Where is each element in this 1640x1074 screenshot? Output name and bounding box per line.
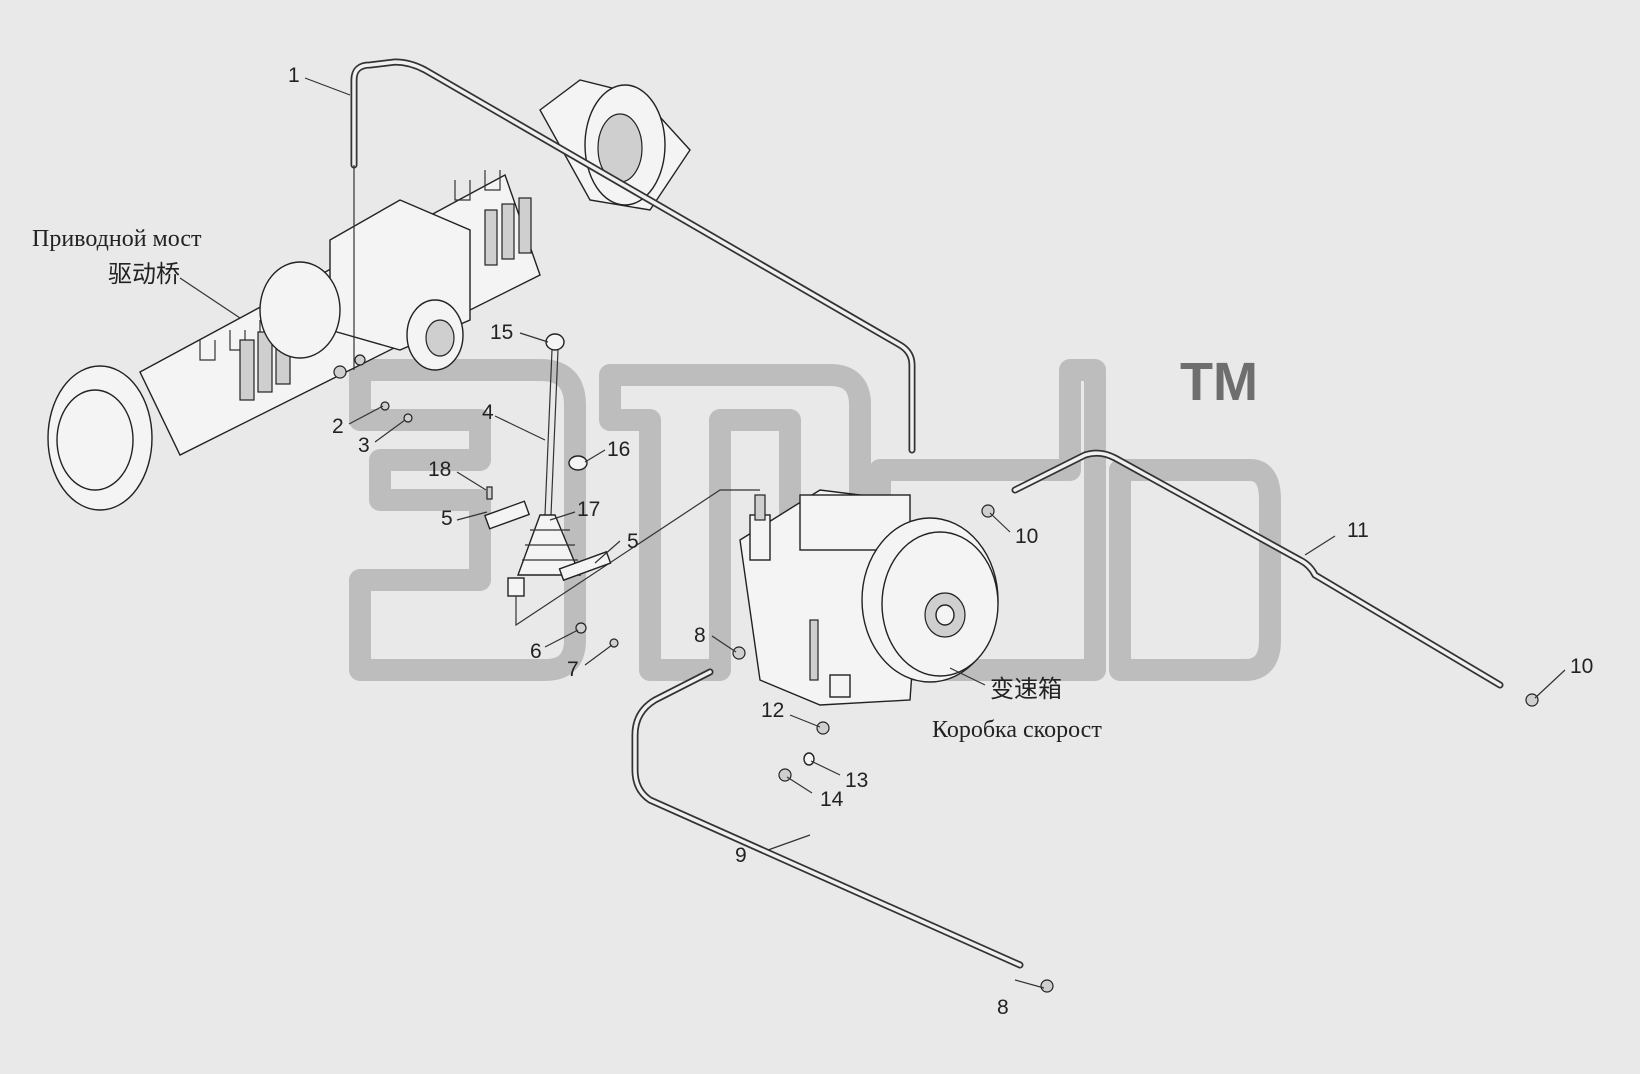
callout-7: 7 (567, 658, 579, 681)
callout-10a: 10 (1015, 525, 1038, 548)
pipes (350, 58, 1504, 969)
callout-15: 15 (490, 321, 513, 344)
callout-18: 18 (428, 458, 451, 481)
callout-14: 14 (820, 788, 844, 811)
gearbox-caption-ru: Коробка скорост (932, 717, 1102, 743)
callout-16: 16 (607, 438, 630, 461)
callout-11: 11 (1347, 519, 1369, 542)
callout-8a: 8 (694, 624, 706, 647)
callout-3: 3 (358, 434, 370, 457)
callout-13: 13 (845, 769, 868, 792)
callout-5b: 5 (627, 530, 639, 553)
callout-1: 1 (288, 64, 300, 87)
component-captions: Приводной мост 驱动桥 变速箱 Коробка скорост (32, 226, 1102, 743)
callout-12: 12 (761, 699, 784, 722)
drive-axle-caption-cn: 驱动桥 (108, 261, 180, 288)
gearbox-caption-cn: 变速箱 (990, 676, 1062, 703)
callout-4: 4 (482, 401, 494, 424)
callout-2: 2 (332, 415, 344, 438)
callout-labels: 1 2 3 4 5 5 6 7 8 8 9 10 10 11 12 13 14 … (288, 64, 1593, 1019)
drive-axle-caption-ru: Приводной мост (32, 226, 202, 252)
leader-lines (179, 77, 1566, 989)
callout-6: 6 (530, 640, 542, 663)
gearbox (739, 489, 999, 706)
trademark-text: TM (1180, 352, 1258, 412)
small-parts (380, 401, 1539, 993)
callout-17: 17 (577, 498, 600, 521)
drive-axle (47, 79, 691, 511)
callout-5a: 5 (441, 507, 453, 530)
callout-10b: 10 (1570, 655, 1593, 678)
callout-9: 9 (735, 844, 747, 867)
callout-8b: 8 (997, 996, 1009, 1019)
shift-lever (507, 333, 760, 627)
